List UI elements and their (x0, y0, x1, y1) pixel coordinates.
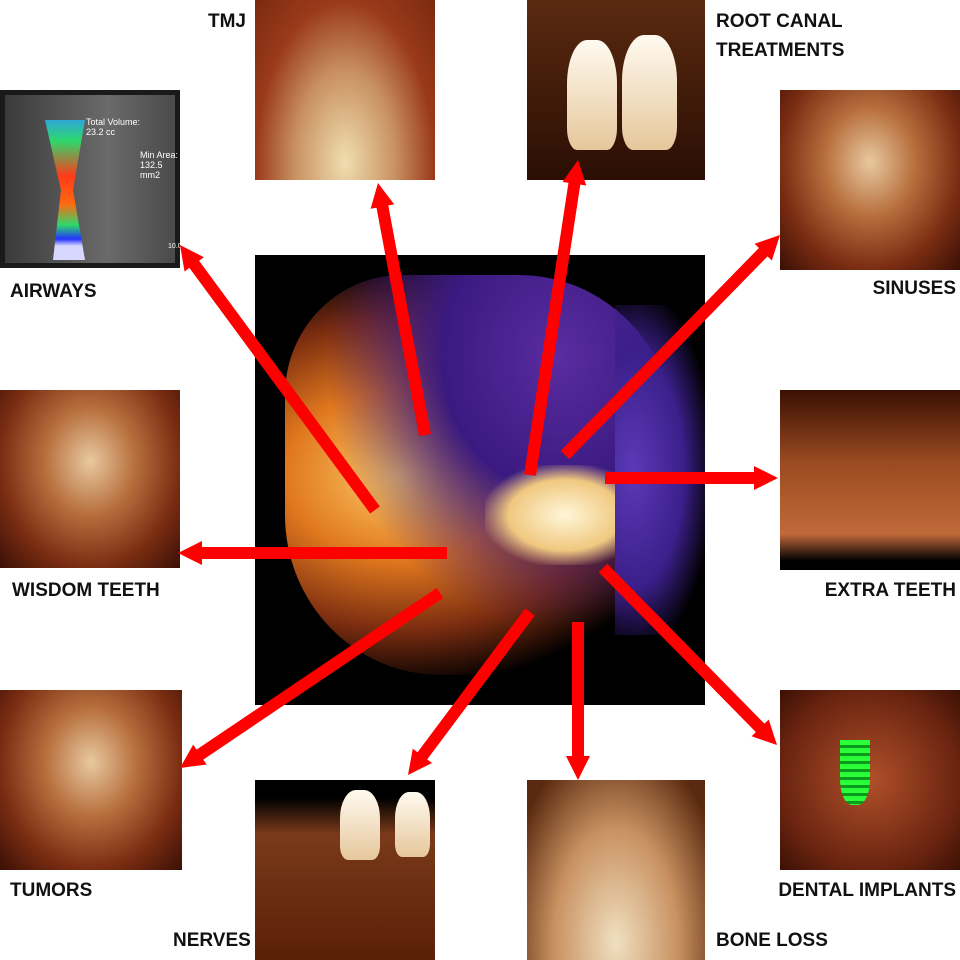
dental-implants-image (780, 690, 960, 870)
extra-teeth-image (780, 390, 960, 570)
arrow-to-tumors (180, 588, 444, 768)
tmj-image (255, 0, 435, 180)
arrow-to-bone-loss (566, 622, 590, 780)
arrow-to-airways (180, 245, 380, 514)
arrow-to-tmj (370, 183, 431, 437)
airways-image: Total Volume: 23.2 cc Min Area: 132.5 mm… (0, 90, 180, 268)
sinuses-image (780, 90, 960, 270)
wisdom-teeth-image (0, 390, 180, 568)
label-tmj: TMJ (208, 11, 246, 32)
min-area-label: Min Area: (140, 150, 179, 160)
label-airways: AIRWAYS (10, 281, 97, 302)
total-volume-label: Total Volume: (86, 117, 141, 127)
label-bone-loss: BONE LOSS (716, 930, 828, 951)
nerves-image (255, 780, 435, 960)
label-sinuses: SINUSES (872, 278, 956, 299)
label-root-canal-2: TREATMENTS (716, 40, 845, 61)
label-tumors: TUMORS (10, 880, 93, 901)
tumors-image (0, 690, 182, 870)
arrow-to-dental-implants (598, 563, 777, 745)
label-nerves: NERVES (173, 930, 251, 951)
label-root-canal-1: ROOT CANAL (716, 11, 843, 32)
arrow-to-sinuses (560, 235, 780, 460)
label-extra-teeth: EXTRA TEETH (824, 580, 956, 601)
total-volume-value: 23.2 cc (86, 127, 116, 137)
arrow-to-nerves (408, 608, 535, 775)
root-canal-image (527, 0, 705, 180)
arrow-to-root-canal (524, 160, 587, 476)
arrow-to-extra-teeth (605, 466, 778, 490)
label-dental-implants: DENTAL IMPLANTS (778, 880, 956, 901)
scale-value: 10.0 (168, 243, 180, 250)
implant-screw (840, 740, 870, 805)
min-area-value: 132.5 mm2 (140, 160, 163, 180)
arrow-to-wisdom-teeth (178, 541, 447, 565)
label-wisdom-teeth: WISDOM TEETH (12, 580, 160, 601)
bone-loss-image (527, 780, 705, 960)
